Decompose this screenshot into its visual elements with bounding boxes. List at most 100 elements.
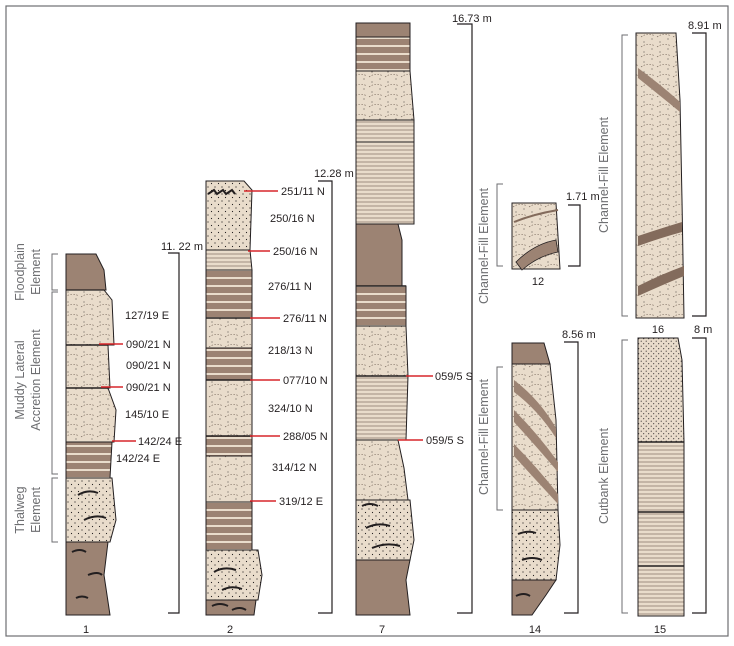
section-7-annotations: 059/5 S 059/5 S (398, 371, 473, 447)
section-12-thickness-bar: 1.71 m (566, 191, 600, 267)
section-2-thalweg-sand (205, 549, 263, 601)
section-1-mud-middle (65, 441, 113, 479)
section-2-mud-3 (205, 435, 253, 457)
section-2-sand-4 (205, 455, 253, 503)
annotation: 250/16 N (273, 246, 318, 258)
section-2-mud-1 (205, 269, 253, 319)
thickness-label: 11. 22 m (161, 241, 203, 253)
section-15 (637, 337, 685, 617)
annotation: 314/12 N (272, 462, 317, 474)
annotation: 145/10 E (125, 409, 169, 421)
section-14-top-mud (511, 342, 551, 365)
section-14-label: 14 (529, 624, 541, 636)
section-15-thickness-bar: 8 m (692, 324, 712, 614)
figure-border (5, 5, 729, 637)
section-14 (511, 342, 561, 616)
section-14-base-mud (511, 579, 557, 616)
thickness-label: 8.91 m (688, 20, 722, 32)
section-7-base-mud (355, 559, 411, 616)
floodplain-element-label: Floodplain (13, 243, 27, 301)
section-1-bed-b (65, 344, 111, 389)
section-14-sand (511, 509, 561, 581)
section-7-mud-2 (355, 285, 407, 327)
channel-fill-element-label: Channel-Fill Element (477, 378, 491, 495)
section-15-top-sand (637, 337, 685, 443)
section-2-label: 2 (227, 624, 233, 636)
thickness-label: 8.56 m (562, 329, 596, 341)
section-7-sand-4 (355, 141, 415, 225)
section-1-elements: Floodplain Element Muddy Lateral Accreti… (13, 243, 58, 543)
thalweg-element-label: Thalweg (13, 486, 27, 533)
annotation: 218/13 N (268, 345, 313, 357)
section-7-label: 7 (379, 624, 385, 636)
section-1-bed-a (65, 289, 115, 346)
annotation: 276/11 N (283, 313, 327, 325)
section-7-sand-1 (355, 36, 411, 72)
annotation: 251/11 N (281, 186, 325, 198)
section-7-sand-5 (355, 325, 409, 377)
annotation: 250/16 N (270, 213, 315, 225)
annotation: 142/24 E (116, 453, 160, 465)
section-2-top-sand (205, 180, 253, 251)
section-7 (355, 22, 415, 616)
cutbank-element-label: Cutbank Element (597, 428, 611, 524)
section-16-thickness-bar: 8.91 m (688, 20, 722, 317)
section-16-label: 16 (652, 324, 664, 336)
section-15-sand-2 (637, 441, 685, 513)
annotation: 288/05 N (283, 431, 328, 443)
section-7-sand-2 (355, 70, 415, 121)
section-2-mud-2 (205, 347, 253, 381)
section-7-top-mud (355, 22, 411, 38)
section-1-mud-top (65, 253, 107, 291)
section-7-mud-1 (355, 223, 403, 287)
annotation: 319/12 E (279, 496, 323, 508)
section-1-annotations: 127/19 E 090/21 N 090/21 N 090/21 N 145/… (99, 310, 182, 465)
section-15-label: 15 (654, 624, 666, 636)
section-14-thickness-bar: 8.56 m (562, 329, 596, 614)
channel-fill-element-label: Channel-Fill Element (597, 116, 611, 233)
annotation: 276/11 N (268, 281, 312, 293)
section-2-sand-2 (205, 317, 253, 349)
section-1 (65, 253, 117, 616)
section-2-annotations: 251/11 N 250/16 N 250/16 N 276/11 N 276/… (244, 186, 328, 508)
section-7-sand-7 (355, 439, 409, 501)
section-2-base-mud (205, 599, 257, 616)
section-1-thalweg-sand (65, 477, 117, 543)
annotation: 324/10 N (268, 403, 313, 415)
section-12 (511, 202, 561, 271)
section-16 (635, 32, 685, 319)
section-1-base-mud (65, 541, 111, 616)
muddy-lateral-element-label: Muddy Lateral (13, 340, 27, 419)
section-15-sand-3 (637, 511, 685, 567)
section-1-label: 1 (83, 624, 89, 636)
section-7-thickness-bars: 12.28 m 16.73 m (314, 13, 492, 614)
annotation: 142/24 E (138, 436, 182, 448)
thickness-label: 12.28 m (314, 168, 354, 180)
section-2-sand-3 (205, 379, 253, 437)
section-1-bed-c (65, 387, 117, 443)
thalweg-element-label: Element (29, 487, 43, 533)
section-15-sand-4 (637, 565, 685, 617)
section-2-thickness-bar: 11. 22 m (161, 241, 203, 614)
floodplain-element-label: Element (29, 249, 43, 295)
section-7-sand-3 (355, 119, 415, 143)
section-7-thalweg-sand (355, 499, 415, 561)
channel-fill-element-label: Channel-Fill Element (477, 187, 491, 304)
annotation: 059/5 S (435, 371, 473, 383)
section-2-sand-1 (205, 249, 253, 271)
section-12-label: 12 (532, 276, 544, 288)
thickness-label: 1.71 m (566, 191, 600, 203)
section-2-mud-4 (205, 501, 253, 551)
section-2 (205, 180, 263, 616)
annotation: 090/21 N (126, 360, 171, 372)
muddy-lateral-element-label: Accretion Element (29, 329, 43, 431)
annotation: 059/5 S (426, 435, 464, 447)
annotation: 127/19 E (125, 310, 169, 322)
annotation: 090/21 N (126, 339, 171, 351)
annotation: 077/10 N (283, 375, 328, 387)
section-7-sand-6 (355, 375, 409, 441)
thickness-label: 16.73 m (452, 13, 492, 25)
annotation: 090/21 N (126, 382, 171, 394)
thickness-label: 8 m (694, 324, 712, 336)
